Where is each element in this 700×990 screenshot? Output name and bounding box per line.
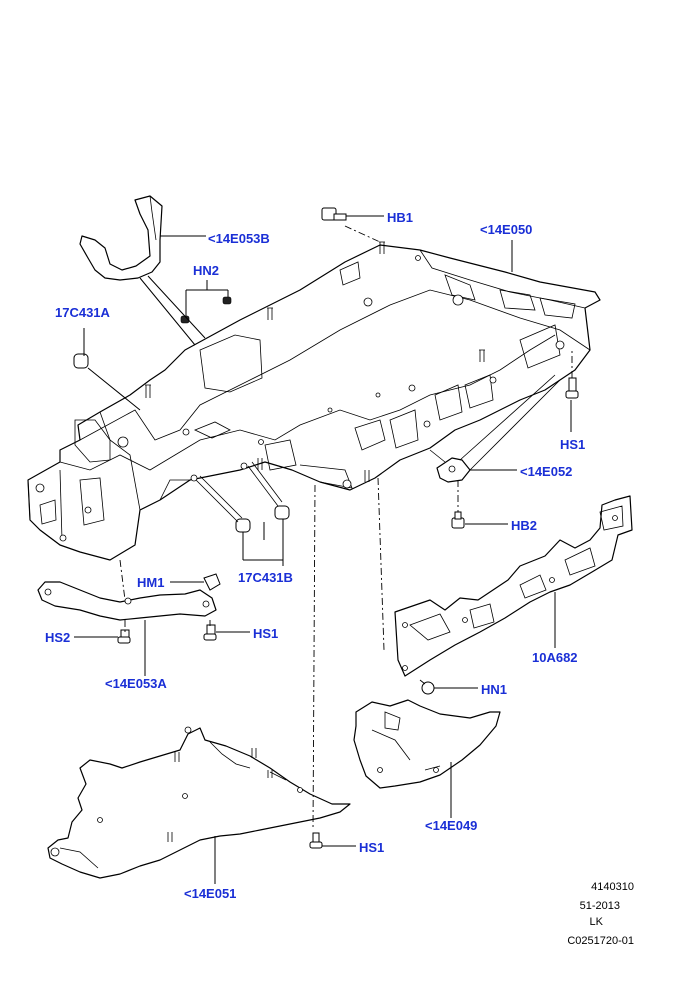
label-14E053B: <14E053B — [208, 231, 270, 246]
subframe-main — [27, 241, 601, 561]
assembly-lines — [119, 225, 573, 831]
label-17C431A: 17C431A — [55, 305, 111, 320]
bracket-14E052 — [429, 374, 561, 483]
label-10A682: 10A682 — [532, 650, 578, 665]
label-HN2: HN2 — [193, 263, 219, 278]
label-14E052: <14E052 — [520, 464, 572, 479]
reference-block: 4140310 51-2013 LK C0251720-01 — [567, 881, 634, 947]
ref-line-1: 4140310 — [591, 881, 634, 893]
shield-14E049 — [353, 699, 501, 789]
label-HS2: HS2 — [45, 630, 70, 645]
ref-line-3: LK — [590, 916, 604, 928]
bracket-14E053B — [79, 195, 163, 281]
label-HN1: HN1 — [481, 682, 507, 697]
callout-labels: HB1 <14E050 <14E053B HN2 17C431A HS1 <14… — [45, 210, 585, 901]
label-HS1-left: HS1 — [253, 626, 278, 641]
label-14E053A: <14E053A — [105, 676, 167, 691]
bracket-14E053A — [37, 581, 217, 621]
leader-lines — [74, 215, 572, 884]
fasteners — [117, 207, 579, 849]
label-HB1: HB1 — [387, 210, 413, 225]
heat-shield-10A682 — [394, 495, 633, 677]
label-14E051: <14E051 — [184, 886, 236, 901]
ref-line-2: 51-2013 — [580, 900, 620, 912]
underbody-shield-14E051 — [47, 726, 351, 879]
label-HM1: HM1 — [137, 575, 164, 590]
label-HB2: HB2 — [511, 518, 537, 533]
ref-line-4: C0251720-01 — [567, 935, 634, 947]
label-17C431B: 17C431B — [238, 570, 293, 585]
label-HS1-bottom: HS1 — [359, 840, 384, 855]
label-14E050: <14E050 — [480, 222, 532, 237]
label-14E049: <14E049 — [425, 818, 477, 833]
label-HS1-right: HS1 — [560, 437, 585, 452]
